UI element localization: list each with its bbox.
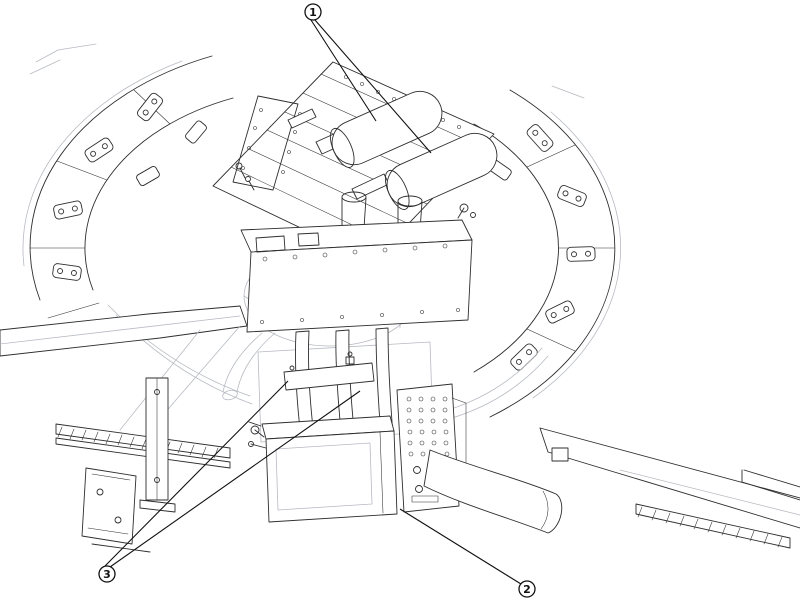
callout-2-marker: 2 (518, 580, 536, 598)
junction-box (248, 415, 398, 523)
main-machine-block (240, 191, 473, 333)
ring-left-segment (22, 43, 234, 319)
hydraulic-cylinders (329, 90, 498, 210)
callout-1-leader-line (310, 19, 432, 154)
discharge-pipe (423, 449, 563, 534)
callout-1-label: 1 (309, 6, 317, 19)
ring-right-segment (473, 85, 622, 418)
right-wing-assembly (539, 427, 800, 549)
callout-1-marker: 1 (304, 3, 322, 21)
callout-3-leader-line (104, 380, 361, 568)
callouts: 1 2 3 (98, 3, 536, 598)
callout-2-label: 2 (523, 583, 531, 596)
callout-3-label: 3 (103, 568, 111, 581)
callout-3-marker: 3 (98, 565, 116, 583)
callout-2-leader-line (399, 508, 522, 585)
left-wing-assembly (0, 305, 248, 553)
